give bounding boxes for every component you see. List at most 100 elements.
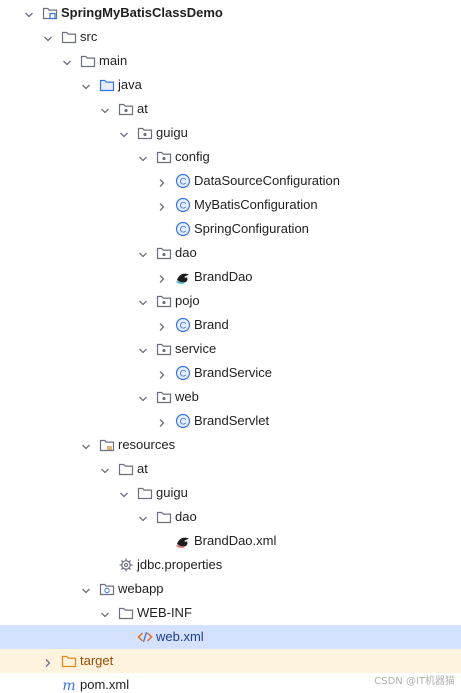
tree-item-label: web xyxy=(175,389,199,404)
tree-item-label: MyBatisConfiguration xyxy=(194,197,318,212)
mybatis-xml-icon xyxy=(175,533,191,549)
tree-row-pojo[interactable]: pojo xyxy=(0,289,461,313)
tree-item-label: pojo xyxy=(175,293,200,308)
folder-icon xyxy=(118,461,134,477)
chevron-down-icon[interactable] xyxy=(81,440,91,450)
tree-row-config[interactable]: config xyxy=(0,145,461,169)
class-icon: C xyxy=(175,221,191,237)
tree-row-guigu[interactable]: guigu xyxy=(0,121,461,145)
svg-text:C: C xyxy=(180,321,187,332)
class-icon: C xyxy=(175,317,191,333)
tree-row-springmybatisclassdemo[interactable]: SpringMyBatisClassDemo xyxy=(0,1,461,25)
chevron-right-icon[interactable] xyxy=(157,272,167,283)
tree-row-pom-xml[interactable]: m pom.xml xyxy=(0,673,461,693)
tree-row-src[interactable]: src xyxy=(0,25,461,49)
tree-item-label: dao xyxy=(175,509,197,524)
tree-row-target[interactable]: target xyxy=(0,649,461,673)
chevron-down-icon[interactable] xyxy=(62,56,72,66)
tree-row-at[interactable]: at xyxy=(0,457,461,481)
chevron-down-icon[interactable] xyxy=(81,80,91,90)
chevron-right-icon[interactable] xyxy=(157,416,167,427)
tree-item-label: webapp xyxy=(118,581,164,596)
tree-row-jdbc-properties[interactable]: jdbc.properties xyxy=(0,553,461,577)
tree-item-label: config xyxy=(175,149,210,164)
chevron-down-icon[interactable] xyxy=(138,344,148,354)
tree-item-label: main xyxy=(99,53,128,68)
chevron-down-icon[interactable] xyxy=(138,392,148,402)
tree-item-label: at xyxy=(137,101,148,116)
chevron-down-icon[interactable] xyxy=(43,32,53,42)
chevron-right-icon[interactable] xyxy=(43,656,53,667)
chevron-down-icon[interactable] xyxy=(138,152,148,162)
svg-text:C: C xyxy=(180,369,187,380)
tree-row-guigu[interactable]: guigu xyxy=(0,481,461,505)
chevron-down-icon[interactable] xyxy=(119,488,129,498)
tree-row-main[interactable]: main xyxy=(0,49,461,73)
tree-item-label: BrandServlet xyxy=(194,413,270,428)
tree-item-label: at xyxy=(137,461,148,476)
web-folder-icon xyxy=(99,581,115,597)
folder-icon xyxy=(80,53,96,69)
chevron-right-icon[interactable] xyxy=(157,200,167,211)
tree-item-label: pom.xml xyxy=(80,677,130,692)
tree-item-label: src xyxy=(80,29,98,44)
tree-item-label: DataSourceConfiguration xyxy=(194,173,340,188)
tree-row-branddao-xml[interactable]: BrandDao.xml xyxy=(0,529,461,553)
tree-row-branddao[interactable]: BrandDao xyxy=(0,265,461,289)
tree-row-brandservlet[interactable]: C BrandServlet xyxy=(0,409,461,433)
class-icon: C xyxy=(175,197,191,213)
folder-icon xyxy=(137,485,153,501)
tree-row-at[interactable]: at xyxy=(0,97,461,121)
tree-row-web-inf[interactable]: WEB-INF xyxy=(0,601,461,625)
tree-row-java[interactable]: java xyxy=(0,73,461,97)
chevron-right-icon[interactable] xyxy=(157,368,167,379)
chevron-down-icon[interactable] xyxy=(24,8,34,18)
tree-row-web-xml[interactable]: web.xml xyxy=(0,625,461,649)
class-icon: C xyxy=(175,413,191,429)
tree-item-label: service xyxy=(175,341,217,356)
svg-text:m: m xyxy=(62,678,75,693)
tree-row-dao[interactable]: dao xyxy=(0,505,461,529)
package-icon xyxy=(156,389,172,405)
tree-item-label: java xyxy=(118,77,142,92)
watermark: CSDN @IT机器猫 xyxy=(374,676,455,687)
package-icon xyxy=(156,341,172,357)
chevron-down-icon[interactable] xyxy=(100,104,110,114)
tree-item-label: dao xyxy=(175,245,197,260)
excluded-folder-icon xyxy=(61,653,77,669)
tree-item-label: guigu xyxy=(156,485,188,500)
tree-item-label: resources xyxy=(118,437,176,452)
class-icon: C xyxy=(175,173,191,189)
tree-row-webapp[interactable]: webapp xyxy=(0,577,461,601)
package-icon xyxy=(118,101,134,117)
svg-text:C: C xyxy=(180,417,187,428)
tree-item-label: BrandDao xyxy=(194,269,253,284)
chevron-right-icon[interactable] xyxy=(157,320,167,331)
tree-row-web[interactable]: web xyxy=(0,385,461,409)
chevron-down-icon[interactable] xyxy=(81,584,91,594)
chevron-down-icon[interactable] xyxy=(138,512,148,522)
module-folder-icon xyxy=(42,5,58,21)
xml-file-icon xyxy=(137,629,153,645)
package-icon xyxy=(156,245,172,261)
mybatis-interface-icon xyxy=(175,269,191,285)
tree-row-service[interactable]: service xyxy=(0,337,461,361)
chevron-down-icon[interactable] xyxy=(100,464,110,474)
class-icon: C xyxy=(175,365,191,381)
tree-row-resources[interactable]: resources xyxy=(0,433,461,457)
chevron-down-icon[interactable] xyxy=(100,608,110,618)
chevron-right-icon[interactable] xyxy=(157,176,167,187)
package-icon xyxy=(137,125,153,141)
chevron-down-icon[interactable] xyxy=(119,128,129,138)
properties-gear-icon xyxy=(118,557,134,573)
chevron-down-icon[interactable] xyxy=(138,248,148,258)
tree-item-label: SpringConfiguration xyxy=(194,221,309,236)
chevron-down-icon[interactable] xyxy=(138,296,148,306)
tree-row-dao[interactable]: dao xyxy=(0,241,461,265)
